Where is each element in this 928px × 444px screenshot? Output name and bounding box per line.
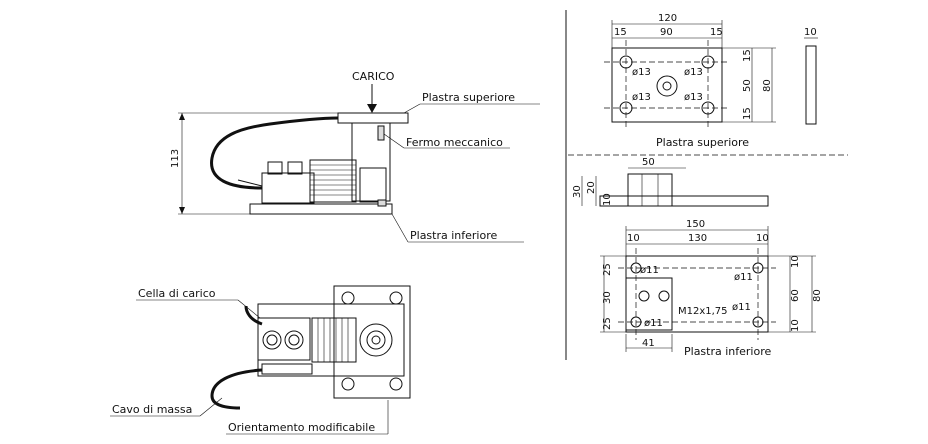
upper-w-total: 120 — [658, 13, 677, 24]
upper-w-right: 15 — [710, 27, 723, 38]
profile-h-low: 10 — [602, 193, 613, 206]
lower-thread: M12x1,75 — [678, 306, 728, 317]
height-dim: 113 — [170, 149, 181, 168]
upper-h-bot: 15 — [742, 107, 753, 120]
lower-w-mid: 130 — [688, 233, 707, 244]
upper-h-mid: 50 — [742, 79, 753, 92]
profile-width: 50 — [642, 157, 655, 168]
upper-thickness: 10 — [804, 27, 817, 38]
top-cable-2 — [210, 368, 263, 410]
lower-hole-2: ø11 — [734, 272, 753, 283]
upper-w-left: 15 — [614, 27, 627, 38]
lower-plate-detail: ø11 ø11 ø11 ø11 M12x1,75 150 10 130 10 2… — [600, 219, 823, 358]
load-cell-label: Cella di carico — [138, 287, 216, 300]
upper-hole-1: ø13 — [632, 67, 651, 78]
profile-detail: 50 30 20 10 — [572, 157, 769, 207]
upper-hole-4: ø13 — [684, 92, 703, 103]
lower-w-total: 150 — [686, 219, 705, 230]
lower-w-left: 10 — [627, 233, 640, 244]
load-cell-body — [351, 122, 391, 202]
lower-h-mid: 60 — [790, 289, 801, 302]
upper-h-total: 80 — [762, 79, 773, 92]
bottom-plate-shape — [249, 203, 393, 215]
upper-plate-edge — [805, 45, 817, 125]
top-plate-shape — [337, 112, 409, 124]
upper-hole-2: ø13 — [684, 67, 703, 78]
side-cable — [210, 116, 339, 190]
load-label: CARICO — [352, 70, 395, 83]
lower-left-bot: 25 — [602, 317, 613, 330]
lower-hole-4: ø11 — [732, 302, 751, 313]
bellows — [309, 159, 357, 203]
stop-label: Fermo meccanico — [406, 136, 503, 149]
side-view: CARICO — [170, 70, 540, 243]
lower-hole-3: ø11 — [644, 318, 663, 329]
top-view-plate — [333, 285, 411, 399]
load-arrow — [367, 84, 377, 113]
lower-plate-caption: Plastra inferiore — [684, 345, 771, 358]
top-bellows — [311, 317, 357, 363]
lower-w-right: 10 — [756, 233, 769, 244]
upper-hole-3: ø13 — [632, 92, 651, 103]
ground-cable-label: Cavo di massa — [112, 403, 192, 416]
upper-w-mid: 90 — [660, 27, 673, 38]
top-plate-label: Plastra superiore — [422, 91, 515, 104]
orientation-label: Orientamento modificabile — [228, 421, 375, 434]
lower-left-top: 25 — [602, 263, 613, 276]
lower-bottom-offset: 41 — [642, 338, 655, 349]
lower-h-total: 80 — [812, 289, 823, 302]
lower-h-top: 10 — [790, 255, 801, 268]
lower-left-mid: 30 — [602, 291, 613, 304]
bottom-plate-label: Plastra inferiore — [410, 229, 497, 242]
upper-plate-shape — [611, 47, 723, 123]
profile-h-mid: 20 — [586, 181, 597, 194]
upper-plate-caption: Plastra superiore — [656, 136, 749, 149]
profile-h-total: 30 — [572, 185, 583, 198]
lower-h-bot: 10 — [790, 319, 801, 332]
upper-h-top: 15 — [742, 49, 753, 62]
lower-hole-1: ø11 — [640, 265, 659, 276]
upper-plate-detail: ø13 ø13 ø13 ø13 120 15 90 15 15 50 15 80… — [604, 13, 818, 149]
top-cable-1 — [244, 305, 263, 326]
top-view: Cella di carico Cavo di massa Orientamen… — [110, 285, 411, 435]
